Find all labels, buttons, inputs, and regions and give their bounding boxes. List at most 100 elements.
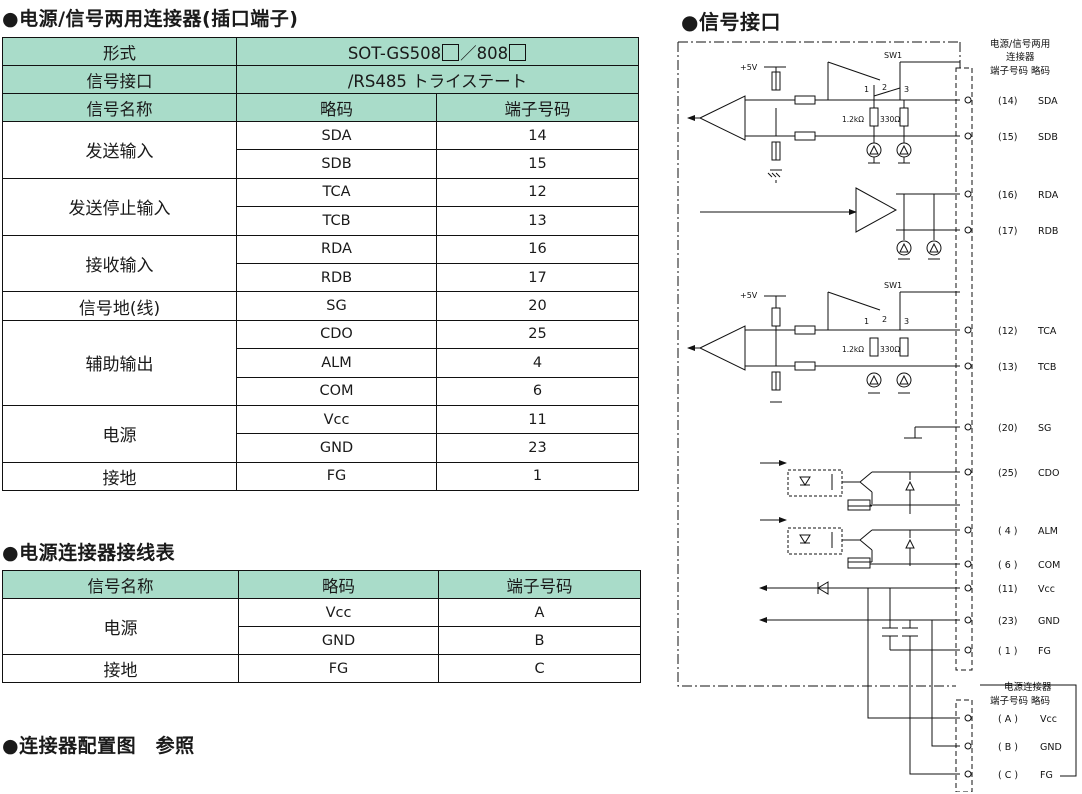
power-terminal-code-label: GND (1040, 742, 1062, 753)
terminal-code-label: ALM (1038, 526, 1058, 537)
terminal-number-label: (25) (998, 468, 1018, 479)
terminal-no-cell: A (438, 598, 641, 627)
code-cell: SDA (236, 120, 437, 151)
connector-section-title: ●电源/信号两用连接器(插口端子) (2, 8, 299, 30)
housing-outline (677, 41, 960, 687)
signal-name-cell: 信号地(线) (2, 291, 237, 321)
sw-pos-2: 2 (882, 315, 887, 324)
header-signal-name: 信号名称 (2, 570, 239, 599)
sw-pos-2: 2 (882, 83, 887, 92)
terminal-no-cell: 14 (436, 120, 639, 151)
signal-name-cell: 电源 (2, 598, 239, 655)
header-terminal-no: 端子号码 (438, 570, 641, 599)
code-cell: Vcc (236, 404, 437, 435)
terminal-number-label: (14) (998, 96, 1018, 107)
connector2-header: 端子号码 略码 (990, 695, 1050, 707)
model-label: 形式 (2, 37, 237, 66)
sw-pos-3: 3 (904, 85, 909, 94)
code-cell: RDA (236, 234, 437, 264)
code-cell: RDB (236, 262, 437, 293)
code-cell: ALM (236, 348, 437, 378)
terminal-no-cell: 12 (436, 177, 639, 208)
model-value: SOT-GS508／808 (236, 37, 639, 66)
code-cell: FG (236, 461, 437, 492)
signal-interface-title: ●信号接口 (681, 10, 781, 34)
terminal-number-label: ( 4 ) (998, 526, 1018, 537)
terminal-no-cell: 16 (436, 234, 639, 264)
connector1-outline (955, 67, 973, 671)
connector1-subtitle: 连接器 (1006, 51, 1035, 63)
connector-layout-reference: ●连接器配置图 参照 (2, 735, 195, 757)
code-cell: TCA (236, 177, 437, 208)
interface-value: /RS485 トライステート (236, 65, 639, 94)
signal-name-cell: 接地 (2, 461, 237, 492)
code-cell: GND (236, 433, 437, 463)
terminal-code-label: RDB (1038, 226, 1058, 237)
terminal-number-label: (23) (998, 616, 1018, 627)
connector1-header: 端子号码 略码 (990, 65, 1050, 77)
terminal-number-label: (15) (998, 132, 1018, 143)
power-terminal-number-label: ( C ) (998, 770, 1018, 781)
signal-interface-schematic: 电源/信号两用 连接器 端子号码 略码 电源连接器 端子号码 略码 +5V +5… (677, 38, 1077, 792)
code-cell: TCB (236, 206, 437, 236)
terminal-code-label: SDA (1038, 96, 1058, 107)
plus5v-label: +5V (740, 291, 758, 300)
code-cell: FG (238, 654, 439, 683)
terminal-no-cell: B (438, 626, 641, 655)
code-cell: CDO (236, 319, 437, 350)
power-terminal-number-label: ( A ) (998, 714, 1018, 725)
header-terminal-no: 端子号码 (436, 93, 639, 122)
code-cell: COM (236, 376, 437, 406)
sw-pos-1: 1 (864, 85, 869, 94)
signal-name-cell: 接地 (2, 654, 239, 683)
power-connector-table-title: ●电源连接器接线表 (2, 542, 176, 564)
terminal-code-label: Vcc (1038, 584, 1055, 595)
terminal-number-label: (12) (998, 326, 1018, 337)
terminal-no-cell: 20 (436, 291, 639, 321)
power-terminal-code-label: FG (1040, 770, 1053, 781)
sw1-label: SW1 (884, 281, 902, 290)
resistor-330-label: 330Ω (880, 345, 900, 354)
code-cell: SDB (236, 149, 437, 179)
sw1-label: SW1 (884, 51, 902, 60)
terminal-code-label: FG (1038, 646, 1051, 657)
terminal-no-cell: 13 (436, 206, 639, 236)
terminal-number-label: ( 6 ) (998, 560, 1018, 571)
terminal-no-cell: C (438, 654, 641, 683)
terminal-number-label: (17) (998, 226, 1018, 237)
code-cell: Vcc (238, 598, 439, 627)
terminal-number-label: (11) (998, 584, 1018, 595)
terminal-code-label: TCA (1037, 326, 1057, 337)
terminal-number-label: ( 1 ) (998, 646, 1018, 657)
signal-name-cell: 接收输入 (2, 234, 237, 293)
connector1-title: 电源/信号两用 (990, 38, 1050, 50)
terminal-number-label: (20) (998, 423, 1018, 434)
terminal-no-cell: 15 (436, 149, 639, 179)
model-blank-box (442, 43, 460, 61)
terminal-no-cell: 6 (436, 376, 639, 406)
resistor-1k2-label: 1.2kΩ (842, 115, 864, 124)
signal-name-cell: 电源 (2, 404, 237, 463)
terminal-no-cell: 11 (436, 404, 639, 435)
terminal-no-cell: 1 (436, 461, 639, 492)
connector2-title: 电源连接器 (1004, 681, 1052, 693)
terminal-code-label: CDO (1038, 468, 1059, 479)
terminal-code-label: GND (1038, 616, 1060, 627)
signal-name-cell: 发送停止输入 (2, 177, 237, 236)
model-blank-box (509, 43, 527, 61)
code-cell: GND (238, 626, 439, 655)
terminal-code-label: TCB (1037, 362, 1056, 373)
terminal-no-cell: 17 (436, 262, 639, 293)
terminal-number-label: (16) (998, 190, 1018, 201)
terminal-code-label: RDA (1038, 190, 1059, 201)
code-cell: SG (236, 291, 437, 321)
header-signal-name: 信号名称 (2, 93, 237, 122)
